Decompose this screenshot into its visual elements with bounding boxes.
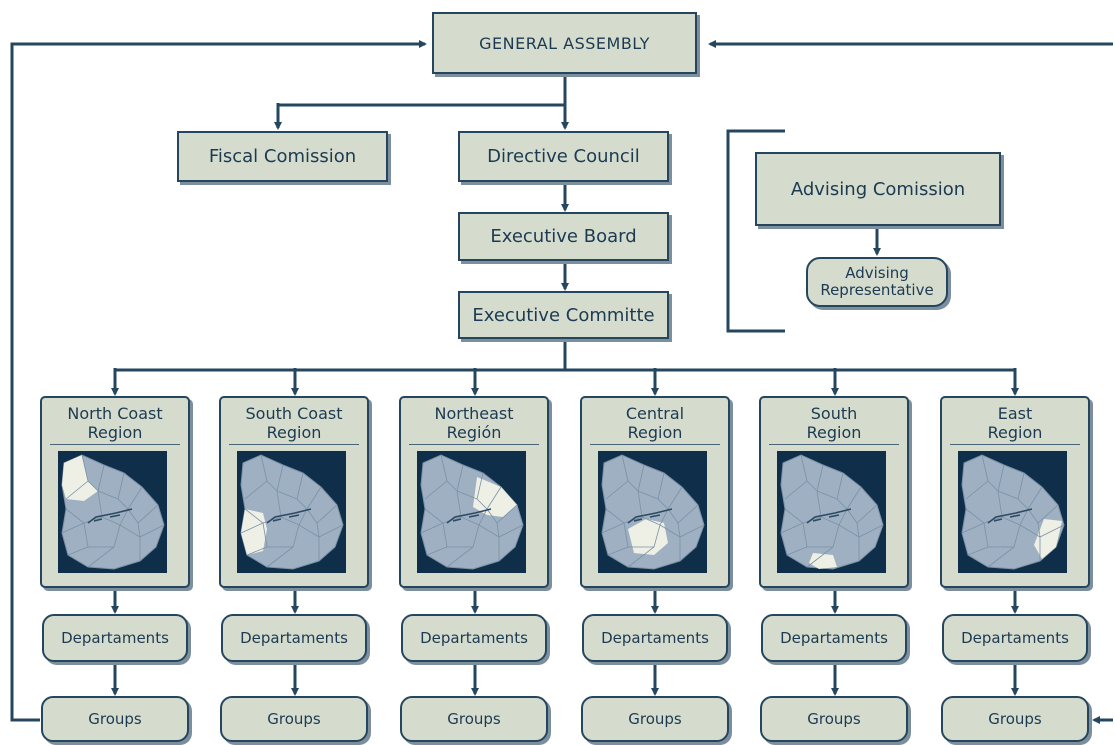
map-river bbox=[987, 508, 1033, 524]
groups-box: Groups bbox=[760, 696, 908, 742]
region-map bbox=[958, 451, 1067, 573]
departments-box: Departaments bbox=[582, 614, 728, 662]
departments-box: Departaments bbox=[401, 614, 547, 662]
region-title-line1: South bbox=[810, 404, 858, 423]
region-title-line2: Region bbox=[627, 423, 683, 442]
advising-commission-box: Advising Comission bbox=[755, 152, 1001, 226]
advising-commission-label: Advising Comission bbox=[790, 178, 966, 200]
general-assembly-box: GENERAL ASSEMBLY bbox=[432, 12, 697, 74]
advising-representative-label-line1: Advising bbox=[845, 264, 909, 282]
executive-committee-box: Executive Committe bbox=[458, 291, 669, 339]
map-highlight-south-coast bbox=[241, 509, 267, 555]
departments-label: Departaments bbox=[61, 629, 169, 647]
map-land bbox=[780, 454, 884, 570]
region-title-line2: Región bbox=[446, 423, 502, 442]
groups-box: Groups bbox=[581, 696, 729, 742]
departments-label: Departaments bbox=[961, 629, 1069, 647]
region-title-line1: Northeast bbox=[434, 404, 514, 423]
map-land bbox=[420, 454, 524, 570]
advising-representative-label-line2: Representative bbox=[820, 281, 934, 299]
executive-board-box: Executive Board bbox=[458, 212, 669, 261]
groups-label: Groups bbox=[988, 710, 1042, 728]
groups-label: Groups bbox=[628, 710, 682, 728]
groups-label: Groups bbox=[267, 710, 321, 728]
map-river bbox=[87, 508, 133, 524]
map-border bbox=[1019, 524, 1041, 561]
map-border bbox=[119, 524, 141, 561]
groups-box: Groups bbox=[941, 696, 1089, 742]
map-river bbox=[627, 508, 673, 524]
region-title-line1: South Coast bbox=[245, 404, 343, 423]
departments-box: Departaments bbox=[221, 614, 367, 662]
executive-board-label: Executive Board bbox=[490, 226, 637, 247]
region-title-line1: Central bbox=[625, 404, 685, 423]
groups-box: Groups bbox=[400, 696, 548, 742]
country-map-icon bbox=[780, 454, 884, 570]
country-map-icon bbox=[961, 454, 1065, 570]
country-map-icon bbox=[61, 454, 165, 570]
groups-label: Groups bbox=[88, 710, 142, 728]
departments-label: Departaments bbox=[420, 629, 528, 647]
map-highlight-north-coast bbox=[62, 455, 98, 501]
departments-box: Departaments bbox=[42, 614, 188, 662]
region-title-line1: East bbox=[997, 404, 1033, 423]
groups-label: Groups bbox=[807, 710, 861, 728]
map-border bbox=[838, 524, 860, 561]
departments-label: Departaments bbox=[240, 629, 348, 647]
map-border bbox=[659, 524, 681, 561]
departments-label: Departaments bbox=[780, 629, 888, 647]
departments-box: Departaments bbox=[942, 614, 1088, 662]
advising-representative-box: Advising Representative bbox=[806, 257, 948, 307]
country-map-icon bbox=[420, 454, 524, 570]
map-highlight-east bbox=[1034, 519, 1062, 559]
directive-council-box: Directive Council bbox=[458, 131, 669, 182]
country-map-icon bbox=[601, 454, 705, 570]
region-title-line2: Region bbox=[87, 423, 143, 442]
map-border bbox=[478, 524, 500, 561]
region-title-line2: Region bbox=[266, 423, 322, 442]
fiscal-commission-label: Fiscal Comission bbox=[208, 146, 357, 167]
region-map bbox=[237, 451, 346, 573]
map-highlight-south bbox=[809, 553, 837, 569]
departments-box: Departaments bbox=[761, 614, 907, 662]
map-border bbox=[298, 524, 320, 561]
executive-committee-label: Executive Committe bbox=[472, 304, 655, 326]
region-map bbox=[598, 451, 707, 573]
map-land bbox=[601, 454, 705, 570]
region-title-line1: North Coast bbox=[67, 404, 163, 423]
fiscal-commission-box: Fiscal Comission bbox=[177, 131, 388, 182]
groups-label: Groups bbox=[447, 710, 501, 728]
map-highlight-central bbox=[628, 519, 668, 555]
map-river bbox=[266, 508, 312, 524]
region-map bbox=[777, 451, 886, 573]
region-map bbox=[58, 451, 167, 573]
map-river bbox=[806, 508, 852, 524]
general-assembly-label: GENERAL ASSEMBLY bbox=[479, 33, 650, 53]
region-map bbox=[417, 451, 526, 573]
region-title-line2: Region bbox=[806, 423, 862, 442]
country-map-icon bbox=[240, 454, 344, 570]
departments-label: Departaments bbox=[601, 629, 709, 647]
groups-box: Groups bbox=[220, 696, 368, 742]
map-river bbox=[446, 508, 492, 524]
groups-box: Groups bbox=[41, 696, 189, 742]
directive-council-label: Directive Council bbox=[487, 146, 640, 167]
region-title-line2: Region bbox=[987, 423, 1043, 442]
